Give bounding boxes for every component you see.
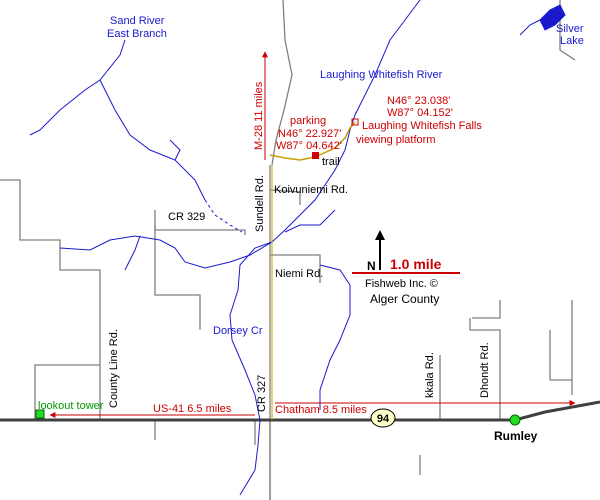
falls-w-label: W87° 04.152' [387, 107, 453, 119]
hwy94-label: 94 [377, 413, 390, 425]
road-hwy94 [0, 400, 600, 422]
viewing-label: viewing platform [356, 134, 435, 146]
road-east-2 [549, 330, 572, 381]
scale-label: 1.0 mile [390, 256, 442, 272]
parking-marker [312, 152, 319, 159]
chatham-label: Chatham 8.5 miles [275, 404, 367, 416]
hwy94-shield [370, 408, 396, 428]
cr327-label: CR 327 [256, 375, 268, 412]
lookout-label: lookout tower [38, 400, 104, 412]
laughing-river-label: Laughing Whitefish River [320, 69, 443, 81]
m28-label: M-28 11 miles [253, 81, 265, 150]
rivers [29, 0, 566, 496]
dhondt-label: Dhondt Rd. [479, 342, 491, 398]
parking-n-label: N46° 22.927' [278, 128, 341, 140]
road-m28-north [271, 0, 293, 166]
trail-path [269, 121, 356, 161]
rumley-label: Rumley [494, 429, 538, 443]
sundell-label: Sundell Rd. [254, 175, 266, 232]
us41-label: US-41 6.5 miles [153, 403, 232, 415]
river-branch-lower [284, 209, 351, 410]
river-laughing-whitefish [59, 0, 421, 269]
road-lookout-loop [34, 364, 100, 420]
road-cr329-mid [154, 225, 201, 330]
cr329-label: CR 329 [168, 211, 205, 223]
trail-label: trail [322, 156, 340, 168]
rumley-marker [509, 414, 521, 426]
falls-n-label: N46° 23.038' [387, 95, 450, 107]
road-cr329 [0, 179, 101, 300]
roads [0, 0, 576, 500]
river-sand-dashed [204, 199, 243, 233]
falls-label: Laughing Whitefish Falls [362, 120, 482, 132]
parking-w-label: W87° 04.642' [276, 140, 342, 152]
sand-river-label-1: Sand River [110, 15, 165, 27]
silver-lake [539, 4, 566, 31]
alger-label: Alger County [370, 292, 439, 306]
lookout-tower-marker [35, 409, 45, 419]
dorsey-label: Dorsey Cr [213, 325, 263, 337]
sand-river-label-2: East Branch [107, 28, 167, 40]
koivuniemi-label: Koivuniemi Rd. [274, 184, 348, 196]
road-koivuniemi [269, 189, 301, 205]
road-cr329-east [154, 210, 246, 235]
falls-marker [351, 118, 359, 126]
silver-lake-label-2: Lake [560, 35, 584, 47]
road-east-3 [472, 300, 501, 319]
kkala-label: kkala Rd. [424, 352, 436, 398]
river-dorsey-branch [229, 241, 273, 496]
north-arrow-head [375, 230, 385, 240]
road-dhondt [469, 318, 501, 420]
road-niemi [270, 254, 321, 283]
fishweb-label: Fishweb Inc. © [365, 278, 438, 290]
county-line-label: County Line Rd. [108, 329, 120, 408]
silver-lake-label-1: Silver [556, 23, 584, 35]
river-branch-west [124, 235, 141, 271]
river-silver [519, 19, 541, 36]
north-label: N [367, 259, 376, 273]
niemi-label: Niemi Rd. [275, 268, 323, 280]
river-sand-river [29, 39, 206, 201]
parking-label: parking [290, 115, 326, 127]
